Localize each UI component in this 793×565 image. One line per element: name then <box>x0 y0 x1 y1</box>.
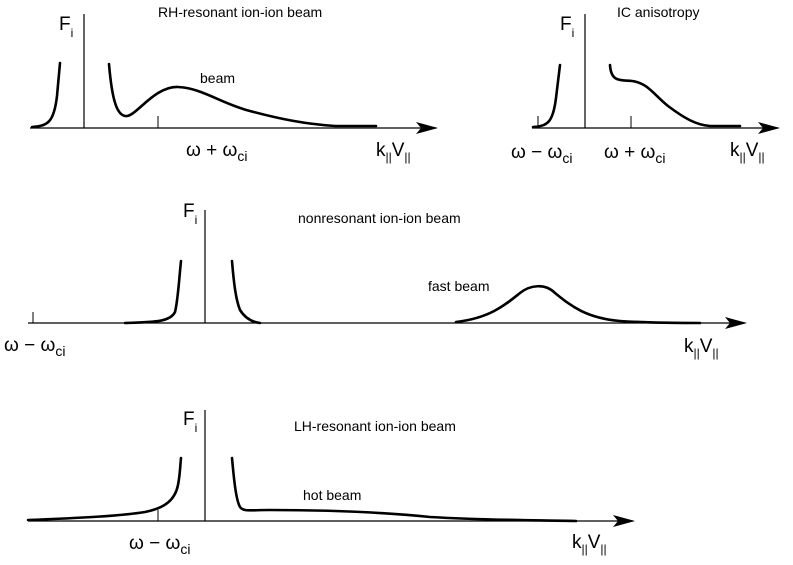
panel-title: LH-resonant ion-ion beam <box>294 418 456 434</box>
y-axis-label: Fi <box>183 201 197 227</box>
core-curve-right <box>230 259 262 325</box>
fast-beam-curve <box>454 284 702 325</box>
tick-label: ω − ωci <box>129 533 190 557</box>
anisotropy-curve <box>608 63 742 128</box>
panel-title: IC anisotropy <box>617 4 699 20</box>
y-axis-label: Fi <box>59 14 73 40</box>
fast-beam-annotation: fast beam <box>428 278 489 294</box>
x-axis-label: k||V|| <box>730 140 765 164</box>
panel-ic-anisotropy: IC anisotropy Fi ω − ωci ω + ωci k||V|| <box>511 4 780 166</box>
beam-curve <box>107 62 378 128</box>
panel-lh-resonant: LH-resonant ion-ion beam Fi hot beam ω −… <box>26 409 635 557</box>
beam-annotation: beam <box>200 70 235 86</box>
x-axis-label: k||V|| <box>684 336 719 360</box>
tick-label: ω − ωci <box>4 335 65 359</box>
panel-title: RH-resonant ion-ion beam <box>158 4 322 20</box>
panel-title: nonresonant ion-ion beam <box>298 210 461 226</box>
hot-beam-curve <box>230 456 578 523</box>
hot-beam-annotation: hot beam <box>303 487 361 503</box>
y-axis-label: Fi <box>183 409 197 435</box>
x-axis-label: k||V|| <box>572 532 607 556</box>
hot-distribution-left <box>26 456 183 522</box>
tick-label-right: ω + ωci <box>604 142 665 166</box>
tick-label-left: ω − ωci <box>511 142 572 166</box>
distribution-curve <box>531 63 562 129</box>
panel-rh-resonant: RH-resonant ion-ion beam Fi beam ω + ωci… <box>30 4 438 164</box>
x-axis-label: k||V|| <box>376 140 411 164</box>
distribution-curve <box>30 61 62 129</box>
y-axis-label: Fi <box>560 14 574 40</box>
panel-nonresonant: nonresonant ion-ion beam Fi fast beam ω … <box>4 201 747 360</box>
tick-label: ω + ωci <box>186 140 247 164</box>
core-curve-left <box>123 259 183 325</box>
